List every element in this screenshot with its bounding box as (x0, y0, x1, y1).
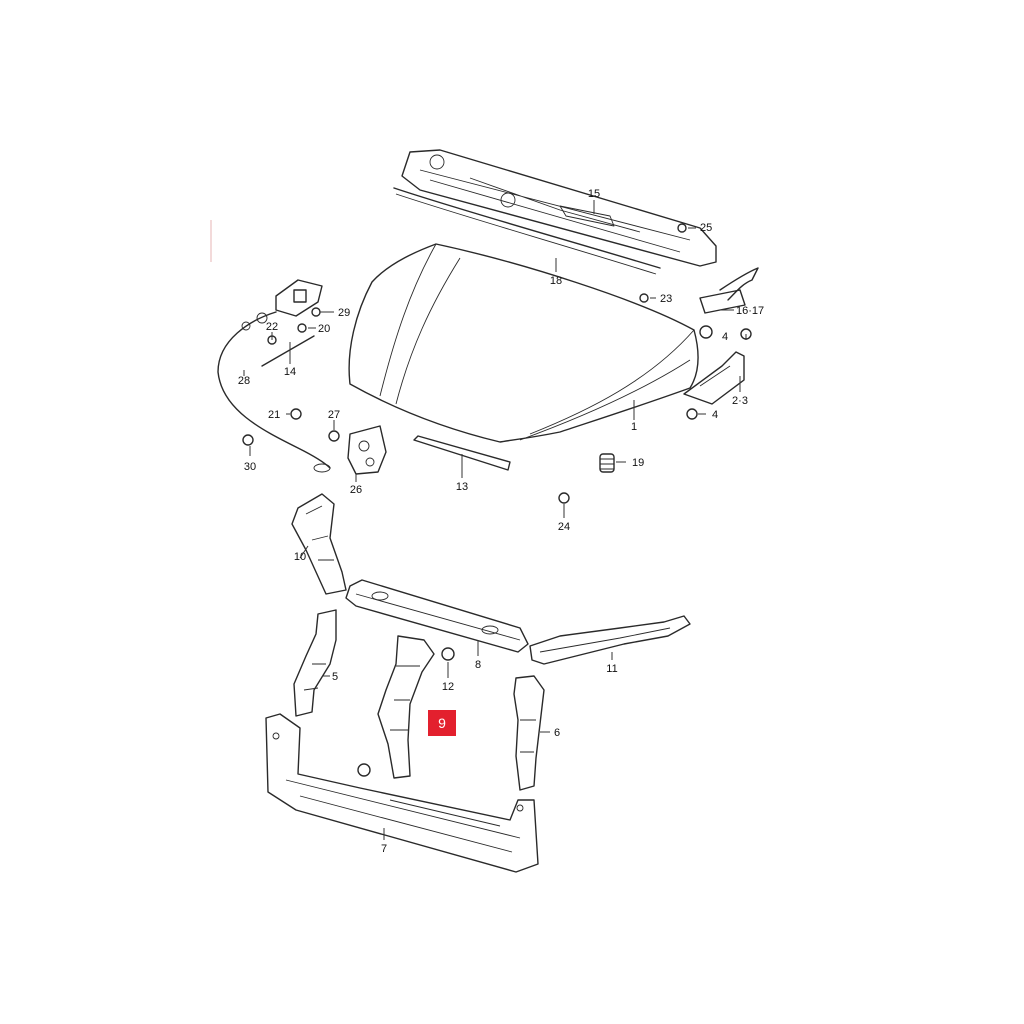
part-28-release-cable[interactable] (217, 311, 331, 469)
fasteners (242, 223, 752, 777)
part-29-release-handle[interactable] (275, 279, 323, 317)
part-26-hood-latch[interactable] (347, 425, 387, 475)
part-9-center-stay[interactable] (377, 635, 435, 779)
highlight-box (428, 710, 456, 736)
part-16-17-bracket[interactable] (699, 267, 759, 314)
callout-22: 22 (266, 321, 278, 333)
leader-lines (243, 200, 747, 840)
callout-20: 20 (318, 323, 330, 335)
part-2-3-hinge[interactable] (683, 351, 745, 405)
callout-21: 21 (268, 409, 280, 421)
callout-26: 26 (350, 484, 362, 496)
callout-28: 28 (238, 375, 250, 387)
callout-14: 14 (284, 366, 296, 378)
callout-15: 15 (588, 188, 600, 200)
part-5-left-support[interactable] (293, 609, 337, 717)
highlight-label: 9 (438, 715, 446, 731)
part-10-upper-support[interactable] (291, 493, 347, 595)
callout-4a: 4 (722, 331, 728, 343)
part-19-stopper[interactable] (599, 453, 615, 473)
part-1-hood[interactable] (348, 243, 699, 443)
callout-4b: 4 (712, 409, 718, 421)
callout-27: 27 (328, 409, 340, 421)
callout-7: 7 (381, 843, 387, 855)
callout-24: 24 (558, 521, 570, 533)
callout-2-3: 2·3 (732, 395, 748, 407)
part-8-upper-crossmember[interactable] (345, 579, 529, 653)
callout-23: 23 (660, 293, 672, 305)
highlight-callout-9[interactable]: 9 (428, 710, 456, 736)
part-7-lower-support[interactable] (265, 713, 539, 873)
callout-11: 11 (606, 663, 617, 675)
part-14-prop-rod[interactable] (261, 335, 315, 367)
callout-13: 13 (456, 481, 468, 493)
part-18-seal-strip[interactable] (393, 187, 661, 269)
callout-1: 1 (631, 421, 637, 433)
callout-30: 30 (244, 461, 256, 473)
callout-6: 6 (554, 727, 560, 739)
part-13-hood-seal[interactable] (413, 435, 511, 471)
callout-8: 8 (475, 659, 481, 671)
part-11-right-member[interactable] (529, 615, 691, 665)
part-15-cowl-panel[interactable] (401, 149, 717, 267)
part-6-right-support[interactable] (513, 675, 545, 791)
callout-16-17: 16·17 (736, 305, 764, 317)
callout-5: 5 (332, 671, 338, 683)
callout-10: 10 (294, 551, 306, 563)
callout-25: 25 (700, 222, 712, 234)
callout-29: 29 (338, 307, 350, 319)
callout-12: 12 (442, 681, 454, 693)
callout-19: 19 (632, 457, 644, 469)
callout-18: 18 (550, 275, 562, 287)
